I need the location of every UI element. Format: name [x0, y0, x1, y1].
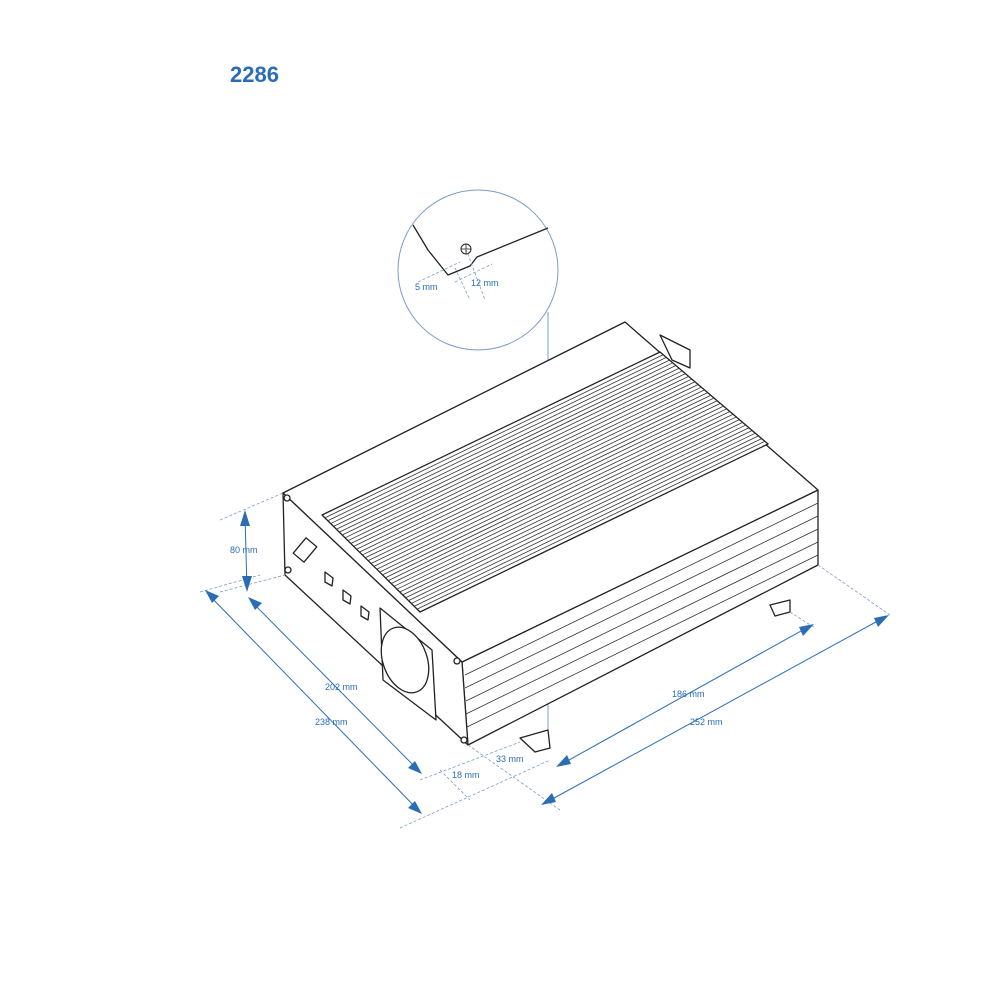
heatsink-fin: [342, 370, 683, 536]
heatsink-fin: [339, 367, 680, 533]
heatsink-fin: [370, 397, 715, 564]
heatsink-fin: [405, 430, 753, 599]
inner-length-label: 186 mm: [672, 689, 705, 699]
height-label: 80 mm: [230, 545, 258, 555]
heatsink-fin: [399, 424, 746, 593]
heatsink-fin: [359, 386, 702, 553]
heatsink-fin: [391, 416, 737, 584]
heatsink-fin: [379, 405, 724, 573]
outer-depth-label: 238 mm: [315, 717, 348, 727]
heatsink-fin: [414, 438, 762, 607]
heatsink-fin: [333, 362, 673, 527]
flange-front-label: 18 mm: [452, 770, 480, 780]
heatsink-fin: [324, 354, 664, 519]
heatsink-fin: [388, 413, 734, 581]
heatsink-fin: [411, 435, 759, 604]
heatsink-fin: [373, 400, 718, 567]
heatsink-fin: [402, 427, 750, 596]
heatsink-fin: [362, 389, 705, 556]
dimension-lines: 80 mm 202 mm 238 mm 18 mm 33 mm 186 mm: [199, 492, 891, 829]
hole-spacing-label: 12 mm: [471, 278, 499, 288]
inverter-housing: [282, 321, 819, 753]
heatsink-fin: [376, 403, 721, 570]
heatsink-fin: [382, 408, 727, 576]
heatsink-fin: [385, 411, 731, 579]
heatsink-fin: [344, 373, 686, 539]
heatsink-fin: [408, 432, 756, 601]
heatsink-fin: [367, 394, 711, 562]
heatsink-fin: [336, 365, 677, 530]
heatsink-fin: [416, 440, 765, 610]
inner-depth-label: 202 mm: [325, 682, 358, 692]
heatsink-fin: [347, 375, 689, 542]
heatsink-fin: [393, 419, 740, 587]
heatsink-fin: [350, 378, 692, 544]
model-number: 2286: [230, 62, 279, 87]
hole-offset-label: 5 mm: [415, 282, 438, 292]
heatsink-fin: [330, 359, 670, 524]
flange-side-label: 33 mm: [496, 754, 524, 764]
outer-length-label: 252 mm: [690, 717, 723, 727]
heatsink-fin: [396, 421, 743, 590]
heatsink-fin: [365, 392, 708, 559]
heatsink-fin: [353, 381, 696, 547]
heatsink-fin: [356, 384, 699, 550]
heatsink-fin: [327, 357, 667, 522]
